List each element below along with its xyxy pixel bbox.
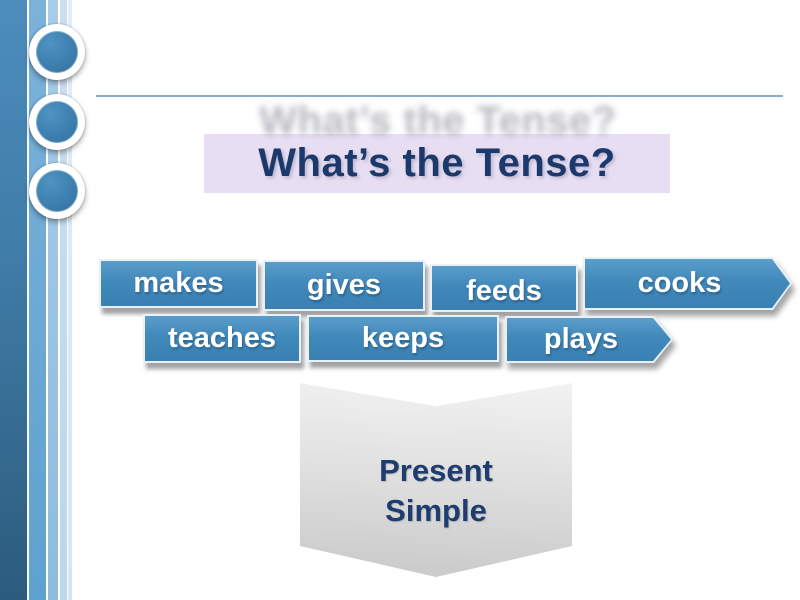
stripe bbox=[29, 0, 46, 600]
answer-line-2: Simple bbox=[385, 493, 487, 528]
verb-label: makes bbox=[133, 267, 224, 299]
answer-ribbon[interactable]: Present Simple bbox=[300, 383, 572, 577]
arrow-fill: plays bbox=[507, 318, 671, 361]
stripe bbox=[0, 0, 27, 600]
verb-label: plays bbox=[543, 323, 619, 355]
stripe bbox=[68, 0, 72, 600]
divider-line bbox=[96, 95, 783, 97]
verb-label: cooks bbox=[637, 267, 722, 299]
decorative-circle bbox=[29, 94, 85, 150]
verb-chip-teaches[interactable]: teaches bbox=[143, 314, 301, 363]
circle-core bbox=[36, 101, 78, 143]
verb-chip-gives[interactable]: gives bbox=[263, 260, 425, 311]
page-title: What’s the Tense? bbox=[258, 141, 616, 185]
title-box: What’s the Tense? bbox=[204, 134, 670, 193]
decorative-circle bbox=[29, 24, 85, 80]
verb-chip-plays[interactable]: plays bbox=[505, 316, 673, 363]
circle-core bbox=[36, 170, 78, 212]
arrow-shape: plays bbox=[505, 316, 673, 363]
verb-label: keeps bbox=[361, 322, 445, 354]
arrow-fill: cooks bbox=[585, 259, 790, 308]
verb-chip-keeps[interactable]: keeps bbox=[307, 315, 499, 362]
stripe bbox=[48, 0, 58, 600]
circle-core bbox=[36, 31, 78, 73]
stripe bbox=[60, 0, 67, 600]
verb-chip-feeds[interactable]: feeds bbox=[430, 264, 578, 312]
verb-label: gives bbox=[306, 269, 382, 301]
verb-chip-cooks[interactable]: cooks bbox=[583, 257, 792, 310]
verb-label: teaches bbox=[167, 322, 276, 354]
answer-line-1: Present bbox=[379, 453, 493, 488]
verb-label: feeds bbox=[466, 275, 542, 307]
decorative-circle bbox=[29, 163, 85, 219]
verb-chip-makes[interactable]: makes bbox=[99, 259, 258, 308]
arrow-shape: cooks bbox=[583, 257, 792, 310]
